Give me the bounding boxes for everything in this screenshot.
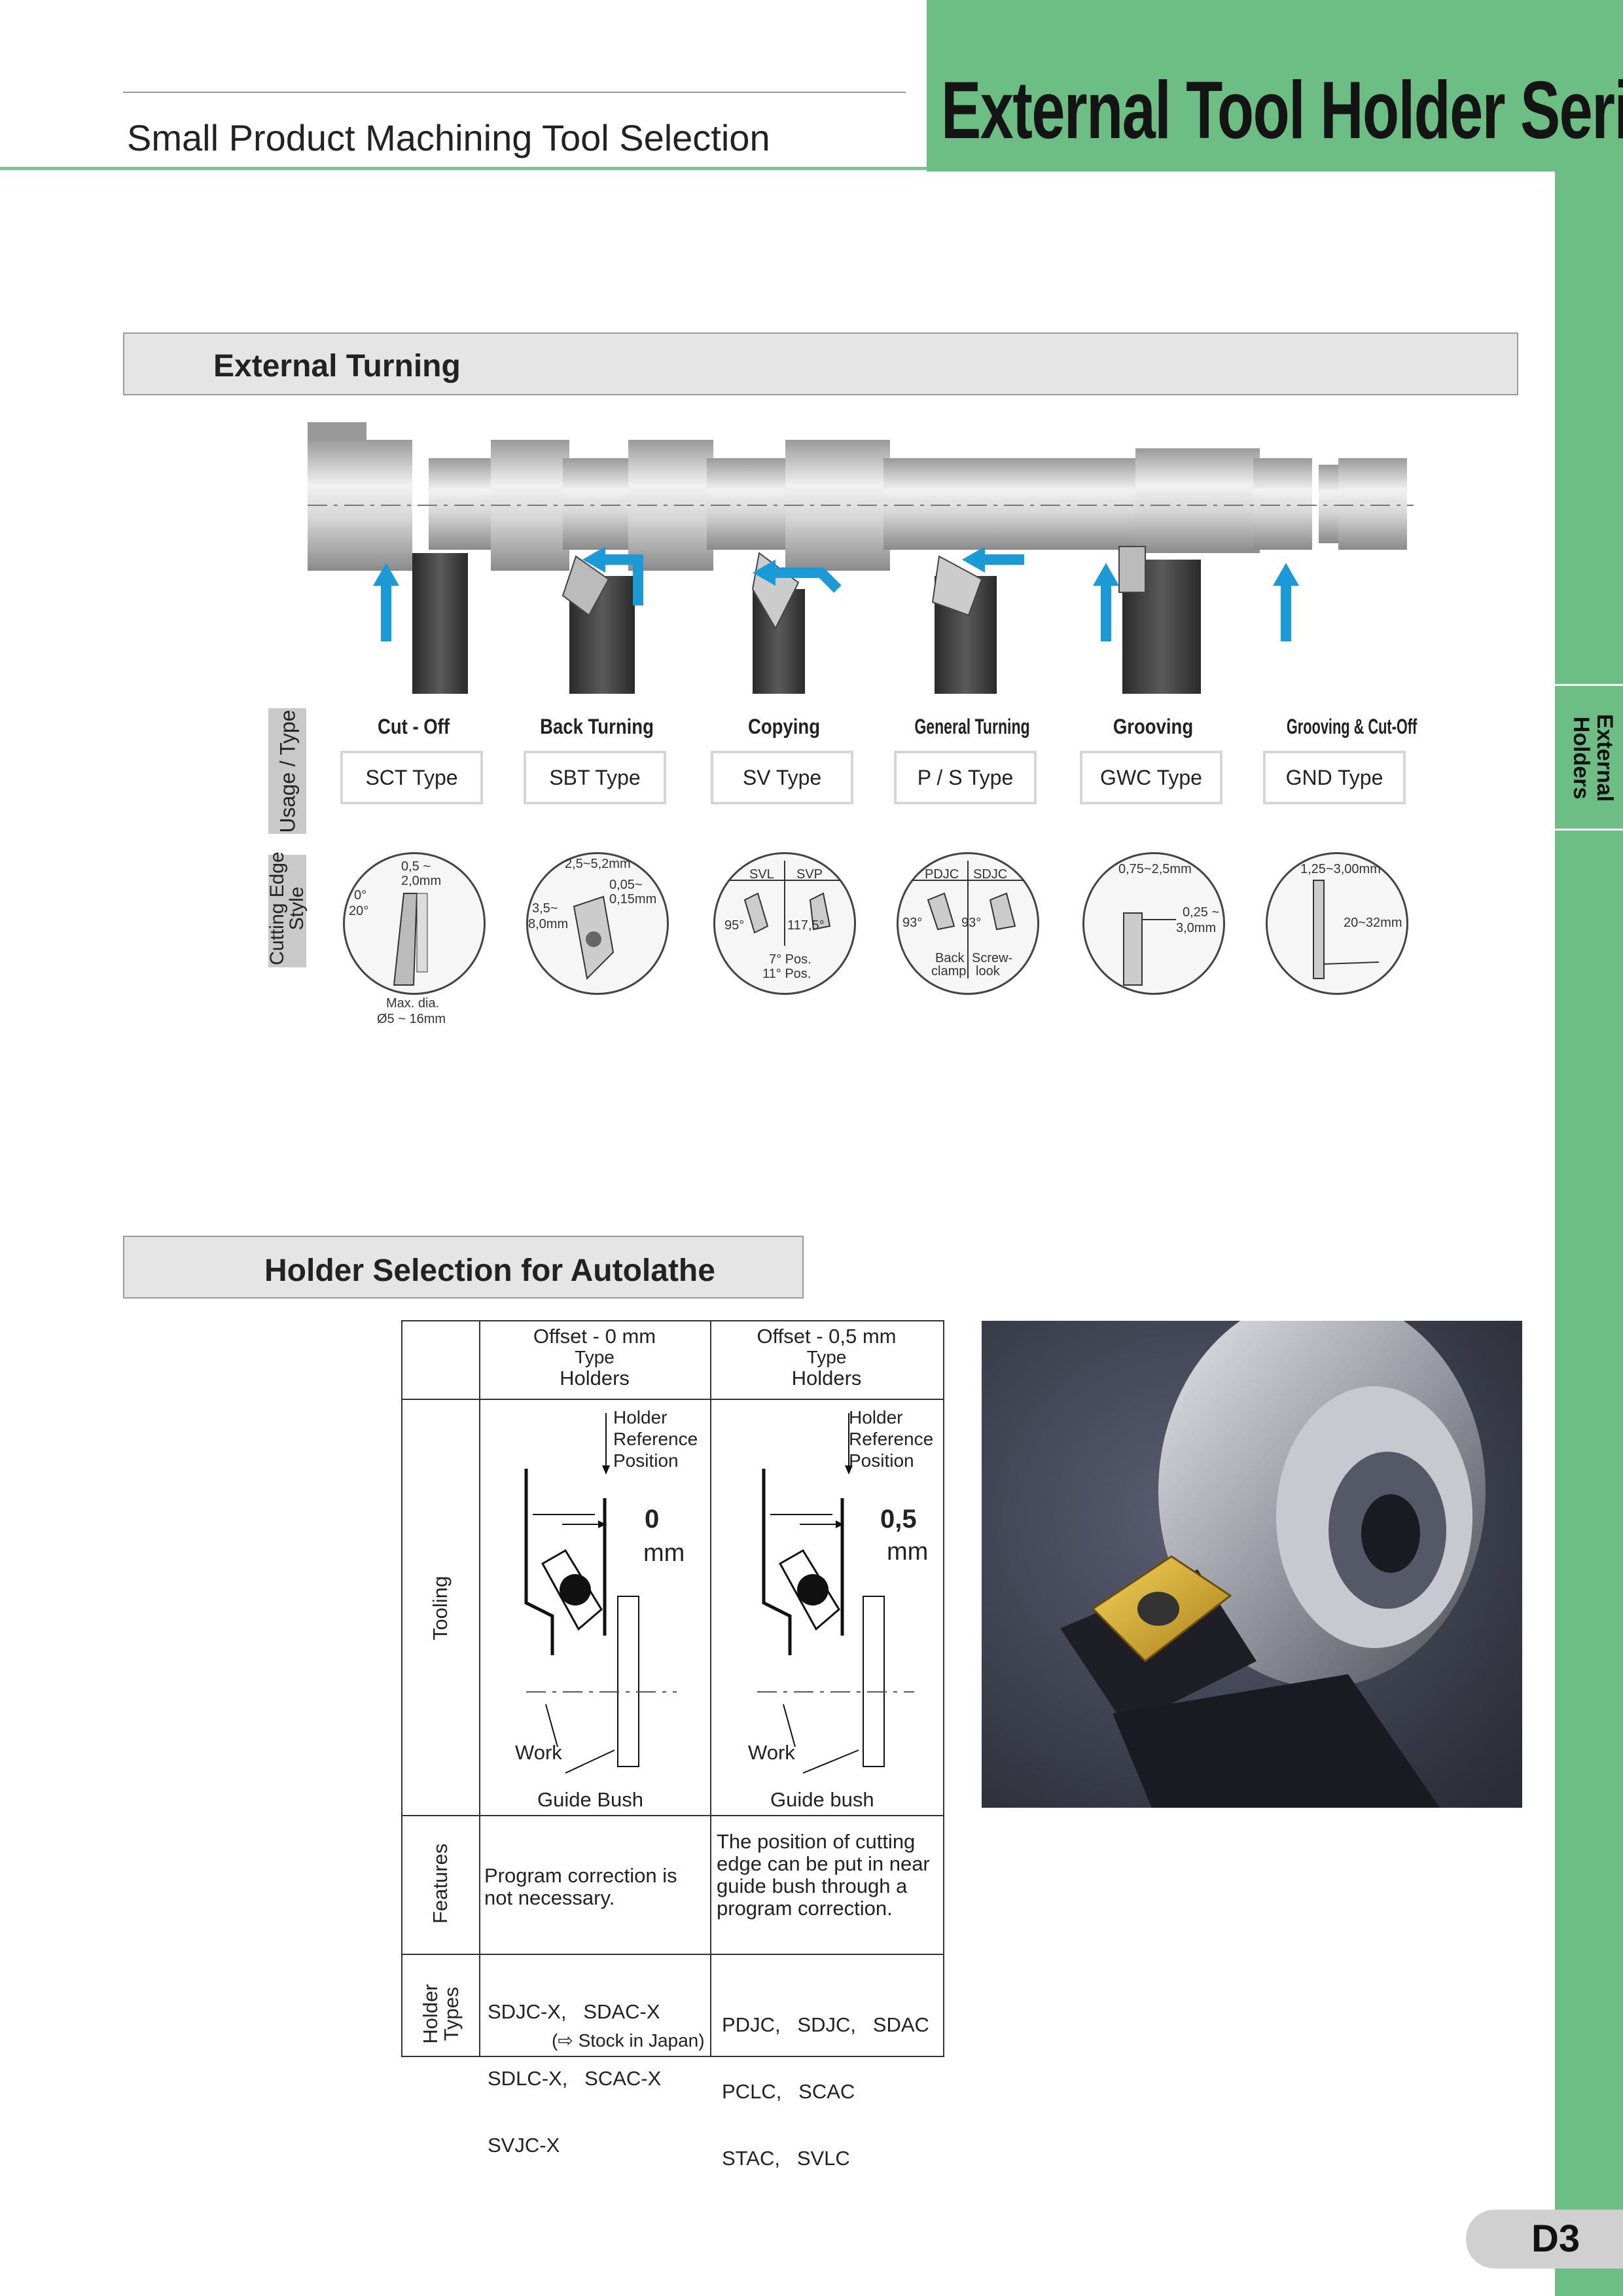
feed-arrows	[381, 554, 1291, 641]
cutting-edge-label: Cutting Edge Style	[266, 852, 308, 965]
type-box[interactable]: GWC Type	[1080, 751, 1222, 804]
tool-sct	[412, 553, 468, 694]
machining-photo	[982, 1321, 1522, 1808]
header-rule	[123, 92, 906, 93]
max-dia-label: Max. dia.	[386, 996, 440, 1011]
type-col-gwc: Grooving GWC Type	[1080, 715, 1226, 804]
type-box[interactable]: SV Type	[711, 751, 853, 804]
side-tab-label: External Holders	[1569, 713, 1617, 802]
type-col-sbt: Back Turning SBT Type	[524, 715, 670, 804]
type-col-ps: General Turning P / S Type	[894, 715, 1041, 804]
guide-bush-col2: Guide bush	[770, 1788, 874, 1811]
ref-label-col2: Holder Reference Position	[849, 1407, 934, 1471]
type-box[interactable]: P / S Type	[894, 751, 1037, 804]
header-underline	[0, 167, 927, 170]
type-col-sct: Cut - Off SCT Type	[340, 715, 487, 804]
offset-0-unit: mm	[643, 1539, 685, 1567]
edge-circle-gnd: 1,25~3,00mm 20~32mm	[1266, 852, 1408, 995]
ref-label-col1: Holder Reference Position	[613, 1407, 698, 1471]
col1-header: Offset - 0 mm Type Holders	[533, 1325, 656, 1390]
usage-type-label-bg: Usage / Type	[268, 708, 306, 834]
usage-name: Copying	[747, 715, 821, 738]
tooling-drawing-offset0	[524, 1413, 677, 1774]
offset-05-value: 0,5	[880, 1505, 917, 1534]
holder-types-col1: SDJC-X, SDAC-X SDLC-X, SCAC-X SVJC-X	[488, 2000, 662, 2157]
type-col-sv: Copying SV Type	[711, 715, 857, 804]
type-box[interactable]: GND Type	[1263, 751, 1406, 804]
side-green-bar	[1555, 171, 1623, 2296]
usage-name: Cut - Off	[377, 715, 450, 738]
usage-name: Grooving	[1113, 715, 1194, 738]
shaft-illustration	[308, 422, 1414, 694]
features-col2: The position of cutting edge can be put …	[717, 1830, 930, 1920]
features-col1: Program correction is not necessary.	[484, 1864, 677, 1909]
work-label-col1: Work	[515, 1741, 562, 1764]
col2-header: Offset - 0,5 mm Type Holders	[757, 1325, 897, 1390]
edge-circle-gwc: 0,75~2,5mm 0,25 ~ 3,0mm	[1082, 852, 1225, 995]
side-tab-external-holders[interactable]: External Holders	[1555, 684, 1623, 831]
row-label-tooling: Tooling	[429, 1575, 452, 1641]
type-col-gnd: Grooving & Cut-Off GND Type	[1263, 715, 1418, 804]
series-title: External Tool Holder Series	[941, 65, 1623, 156]
max-dia-range: Ø5 ~ 16mm	[377, 1012, 446, 1026]
holder-types-col2: PDJC, SDJC, SDAC PCLC, SCAC STAC, SVLC	[722, 2013, 929, 2170]
header-subtitle: Small Product Machining Tool Selection	[127, 117, 770, 158]
usage-name: General Turning	[914, 715, 1030, 738]
row-label-holder-types: Holder Types	[419, 1984, 463, 2044]
page-number: D3	[1466, 2210, 1623, 2269]
offset-05-unit: mm	[887, 1538, 929, 1566]
edge-circle-sv: SVL SVP 95° 117,5° 7° Pos. 11° Pos.	[713, 852, 856, 995]
chuck-block	[308, 422, 366, 442]
autolathe-table: Offset - 0 mm Type Holders Offset - 0,5 …	[401, 1320, 944, 2170]
type-box[interactable]: SBT Type	[524, 751, 666, 804]
offset-0-value: 0	[645, 1505, 660, 1534]
usage-type-label: Usage / Type	[276, 709, 300, 833]
section-external-turning: External Turning	[123, 332, 1518, 395]
type-box[interactable]: SCT Type	[340, 751, 483, 804]
section-autolathe: Holder Selection for Autolathe	[123, 1236, 804, 1299]
series-title-box	[927, 0, 1623, 171]
usage-name: Grooving & Cut-Off	[1286, 715, 1418, 738]
guide-bush-col1: Guide Bush	[537, 1788, 643, 1811]
work-label-col2: Work	[748, 1741, 795, 1764]
stock-in-japan-note: (⇨ Stock in Japan)	[552, 2030, 705, 2051]
edge-circle-sbt: 2,5~5,2mm 0,05~ 0,15mm 3,5~ 8,0mm	[526, 852, 669, 995]
row-label-features: Features	[429, 1843, 452, 1924]
edge-circle-sct: 0,5 ~ 2,0mm 0° 20°	[343, 852, 486, 995]
usage-name: Back Turning	[540, 715, 654, 738]
cutting-edge-label-bg: Cutting Edge Style	[266, 852, 308, 967]
tooling-drawing-offset05	[757, 1413, 914, 1774]
edge-circle-ps: PDJC SDJC 93° 93° Back clamp Screw- look	[897, 852, 1039, 995]
